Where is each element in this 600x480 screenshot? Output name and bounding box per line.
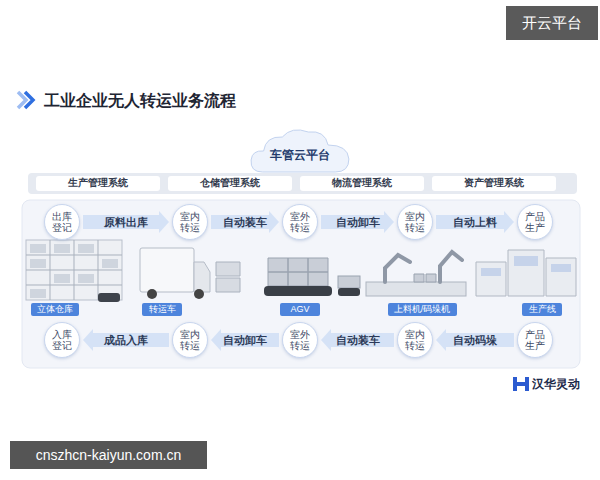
flow-panel bbox=[22, 200, 580, 368]
logo-icon bbox=[513, 377, 529, 391]
system-box: 物流管理系统 bbox=[300, 176, 424, 191]
node-text: 产品生产 bbox=[525, 329, 546, 351]
edge-label: 自动卸车 bbox=[334, 216, 382, 229]
process-circle: 室外转运 bbox=[282, 322, 318, 358]
flow-arrow bbox=[446, 333, 514, 347]
equipment-tag: 立体仓库 bbox=[31, 303, 79, 316]
node-text: 上料机/码垛机 bbox=[394, 304, 451, 314]
logo-text: 汉华灵动 bbox=[532, 376, 580, 392]
system-box: 资产管理系统 bbox=[432, 176, 556, 191]
edge-label: 成品入库 bbox=[102, 334, 150, 347]
rack-frame bbox=[26, 240, 122, 300]
agv-box bbox=[338, 276, 360, 288]
process-circle: 室内转运 bbox=[397, 322, 433, 358]
flow-arrow bbox=[321, 215, 384, 229]
watermark: 开云平台 bbox=[506, 6, 598, 40]
node-text: 生产线 bbox=[529, 304, 556, 314]
node-text: 生产管理系统 bbox=[68, 177, 128, 189]
system-box: 仓储管理系统 bbox=[168, 176, 292, 191]
truck-wheel bbox=[147, 289, 157, 299]
robot-arm-illustration bbox=[366, 252, 466, 296]
node-text: 资产管理系统 bbox=[464, 177, 524, 189]
rack-illustration bbox=[26, 240, 122, 302]
node-text: 物流管理系统 bbox=[332, 177, 392, 189]
node-text: 室内转运 bbox=[405, 211, 426, 233]
process-circle: 出库登记 bbox=[44, 204, 80, 240]
process-circle: 入库登记 bbox=[44, 322, 80, 358]
truck-illustration bbox=[140, 248, 240, 299]
diagram-title: 工业企业无人转运业务流程 bbox=[44, 91, 236, 112]
rack-agv bbox=[98, 293, 120, 302]
conveyor bbox=[366, 282, 466, 296]
process-circle: 室内转运 bbox=[172, 204, 208, 240]
agv-illustration bbox=[264, 258, 360, 296]
truck-cab bbox=[194, 262, 210, 292]
system-box: 生产管理系统 bbox=[36, 176, 160, 191]
process-circle: 室内转运 bbox=[397, 204, 433, 240]
process-circle: 室内转运 bbox=[172, 322, 208, 358]
node-text: 室内转运 bbox=[405, 329, 426, 351]
equipment-tag: AGV bbox=[280, 303, 320, 316]
flow-arrow bbox=[211, 215, 269, 229]
equipment-tag: 转运车 bbox=[142, 303, 182, 316]
robot-arms bbox=[385, 252, 462, 282]
edge-label: 自动卸车 bbox=[221, 334, 269, 347]
node-text: AGV bbox=[290, 304, 309, 314]
title-chevron-light bbox=[18, 92, 26, 108]
node-text: 立体仓库 bbox=[37, 304, 73, 314]
production-line-illustration bbox=[476, 250, 576, 296]
agv-base bbox=[338, 288, 360, 296]
process-circle: 室外转运 bbox=[282, 204, 318, 240]
process-circle: 产品生产 bbox=[517, 204, 553, 240]
system-band bbox=[28, 173, 577, 194]
edge-label: 自动装车 bbox=[221, 216, 269, 229]
flow-arrow bbox=[93, 333, 169, 347]
node-text: 室内转运 bbox=[180, 329, 201, 351]
node-text: 出库登记 bbox=[52, 211, 73, 233]
node-text: 仓储管理系统 bbox=[200, 177, 260, 189]
node-text: 室外转运 bbox=[290, 329, 311, 351]
edge-label: 原料出库 bbox=[102, 216, 150, 229]
rack-shelves bbox=[26, 240, 122, 300]
truck-wheel bbox=[194, 289, 204, 299]
cargo-cart bbox=[216, 262, 240, 292]
flow-arrow bbox=[83, 215, 159, 229]
equipment-tag: 生产线 bbox=[522, 303, 562, 316]
node-text: 转运车 bbox=[149, 304, 176, 314]
node-text: 入库登记 bbox=[52, 329, 73, 351]
process-circle: 产品生产 bbox=[517, 322, 553, 358]
edge-label: 自动装车 bbox=[334, 334, 382, 347]
conveyor-boxes bbox=[414, 274, 436, 282]
truck-body bbox=[140, 248, 194, 292]
machines bbox=[476, 250, 576, 296]
equipment-tag: 上料机/码垛机 bbox=[388, 303, 457, 316]
cloud-outline bbox=[251, 130, 349, 172]
node-text: 室外转运 bbox=[290, 211, 311, 233]
cloud-platform: 车管云平台 bbox=[248, 126, 352, 174]
edge-label: 自动上料 bbox=[451, 216, 499, 229]
flow-arrow bbox=[221, 333, 279, 347]
node-text: 车管云平台 bbox=[270, 137, 330, 163]
node-text: 产品生产 bbox=[525, 211, 546, 233]
machine-windows bbox=[481, 256, 571, 276]
agv-boxes bbox=[268, 258, 328, 286]
flow-arrow bbox=[436, 215, 504, 229]
watermark: cnszhcn-kaiyun.com.cn bbox=[10, 441, 207, 469]
agv-base bbox=[264, 286, 332, 296]
edge-label: 自动码垛 bbox=[451, 334, 499, 347]
title-chevron bbox=[25, 92, 33, 108]
flow-arrow bbox=[331, 333, 394, 347]
node-text: 室内转运 bbox=[180, 211, 201, 233]
